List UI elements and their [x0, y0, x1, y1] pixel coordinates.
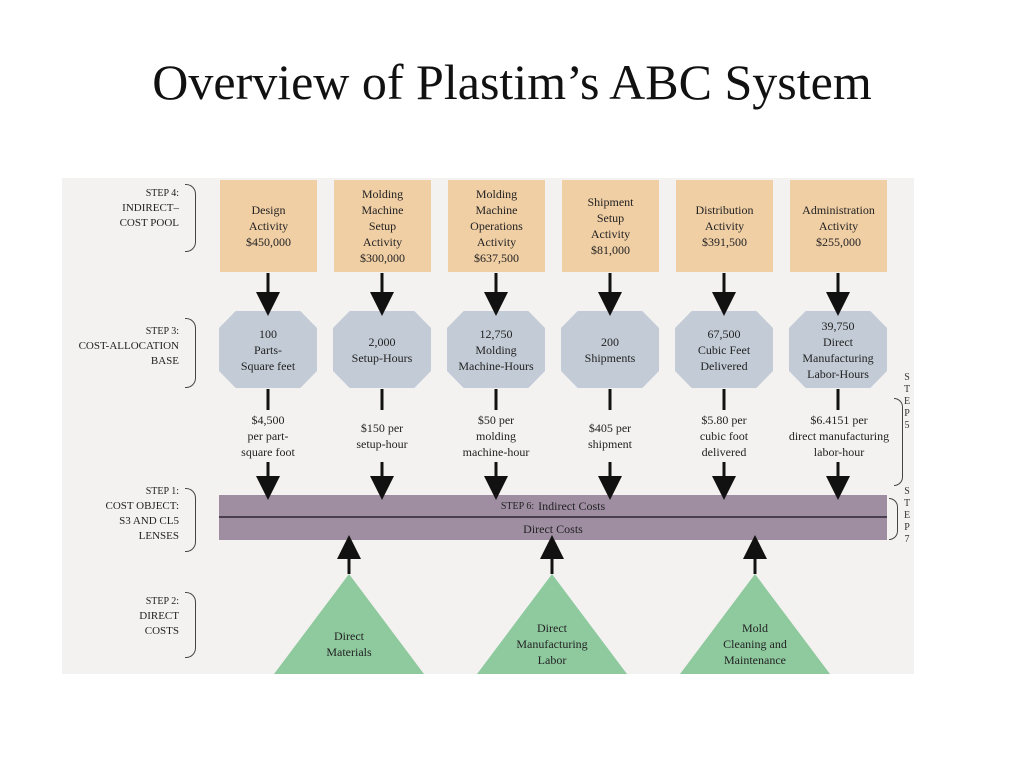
bar-divider [219, 516, 887, 518]
step4-line: INDIRECT– [122, 202, 179, 214]
direct-costs-bar: Direct Costs [219, 518, 887, 540]
step1-line: COST OBJECT: [105, 500, 179, 512]
step2-label: STEP 2: DIRECT COSTS [139, 594, 179, 639]
step4-tag: STEP 4: [145, 188, 179, 199]
slide-title: Overview of Plastim’s ABC System [152, 54, 872, 110]
indirect-costs-label: Indirect Costs [538, 498, 606, 513]
indirect-costs-bar: STEP 6: Indirect Costs [219, 495, 887, 517]
step1-line: S3 AND CL5 [119, 515, 179, 527]
step4-line: COST POOL [119, 217, 179, 229]
step1-tag: STEP 1: [145, 486, 179, 497]
step1-line: LENSES [138, 530, 179, 542]
step2-tag: STEP 2: [145, 596, 179, 607]
step3-label: STEP 3: COST-ALLOCATION BASE [79, 324, 179, 369]
step2-line: DIRECT [139, 610, 179, 622]
step1-label: STEP 1: COST OBJECT: S3 AND CL5 LENSES [105, 484, 179, 544]
step4-label: STEP 4: INDIRECT– COST POOL [120, 186, 179, 231]
step2-line: COSTS [144, 625, 179, 637]
step3-line: BASE [150, 355, 179, 367]
step3-tag: STEP 3: [145, 326, 179, 337]
step3-line: COST-ALLOCATION [78, 340, 179, 352]
step6-tag: STEP 6: [500, 500, 535, 512]
direct-costs-label: Direct Costs [523, 521, 583, 536]
